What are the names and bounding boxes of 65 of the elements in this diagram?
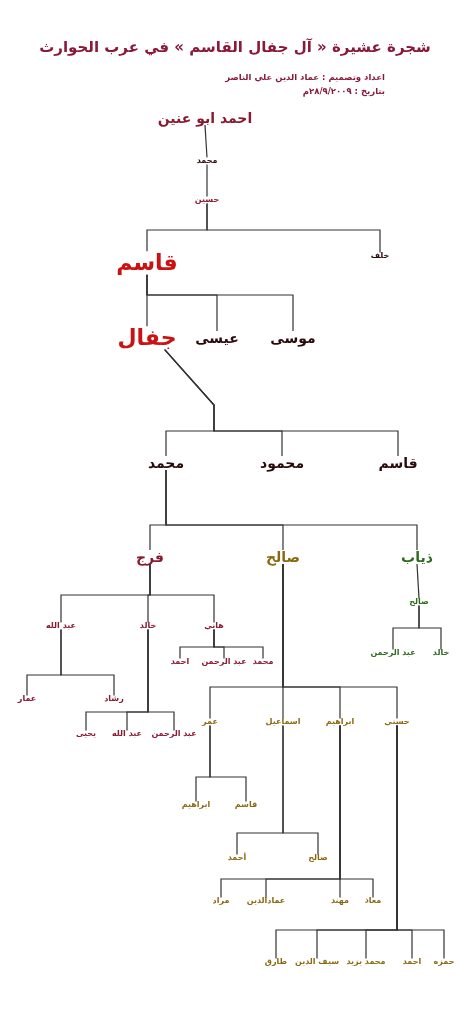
connector-line (275, 725, 398, 959)
connector-line (85, 629, 149, 731)
person-name: فرج (136, 548, 164, 566)
connector-line (146, 274, 148, 327)
person-name: قاسم (116, 250, 178, 276)
person-name: محمد (147, 454, 185, 472)
connector-line (179, 629, 215, 659)
person-name: عبد الرحمن (201, 657, 247, 667)
connector-line (60, 563, 151, 623)
person-name: عمر (202, 717, 218, 727)
person-name: عمار (17, 694, 37, 704)
person-name: عمادالدين (246, 896, 286, 906)
connector-line (392, 605, 420, 650)
person-name: هاني (204, 621, 224, 631)
connector-line (206, 164, 208, 197)
connector-line (149, 469, 167, 551)
person-name: صالح (409, 597, 429, 607)
credit-line: اعداد وتصميم : عماد الدين علي الناصر (225, 73, 385, 83)
person-name: عبد الله (46, 621, 76, 631)
title: شجرة عشيرة « آل جفال القاسم » في عرب الحوارث (39, 39, 431, 57)
person-name: ابراهيم (181, 800, 211, 810)
person-name: قاسم (234, 800, 258, 810)
person-name: عبد الرحمن (370, 648, 416, 658)
person-name: حسني (384, 717, 410, 727)
person-name: خالد (139, 621, 157, 631)
connector-line (26, 629, 62, 696)
person-name: اسماعيل (265, 717, 301, 727)
person-name: محمد (196, 156, 218, 166)
person-name: سيف الدين (295, 957, 339, 967)
person-name: قاسم (378, 454, 418, 472)
person-name: حمزه (433, 957, 455, 967)
person-name: احمد (402, 957, 422, 967)
connector-line (164, 349, 215, 457)
connector-line (220, 725, 341, 898)
person-name: عيسى (195, 329, 239, 347)
connector-line (206, 203, 381, 253)
person-name: عبد الرحمن (151, 729, 197, 739)
person-name: معاذ (364, 896, 382, 906)
person-name: يحيى (75, 729, 97, 739)
person-name: حسين (194, 195, 220, 205)
person-name: مهند (330, 896, 350, 906)
person-name: ذياب (401, 548, 433, 566)
connector-line (195, 725, 211, 802)
connector-line (416, 563, 420, 599)
person-name: احمد ابو عنين (157, 109, 253, 127)
connector-line (204, 124, 208, 158)
person-name: احمد (170, 657, 190, 667)
person-name: محمد (252, 657, 274, 667)
connector-line (209, 563, 284, 719)
person-name: عبد الله (112, 729, 142, 739)
person-name: أحمد (227, 853, 247, 863)
person-name: صالح (308, 853, 328, 863)
person-name: خلف (370, 251, 390, 261)
person-name: مراد (212, 896, 230, 906)
connector-line (236, 725, 284, 855)
person-name: جفال (117, 325, 177, 351)
credit-line: بتاريخ : ٢٨/٩/٢٠٠٩م (302, 87, 385, 97)
person-name: رشاد (104, 694, 124, 704)
person-name: طارق (264, 957, 288, 967)
person-name: محمود (259, 454, 305, 472)
person-name: خالد (432, 648, 450, 658)
person-name: ابراهيم (325, 717, 355, 727)
person-name: محمد يزيد (346, 957, 386, 967)
person-name: صالح (265, 548, 301, 566)
person-name: موسى (270, 329, 316, 347)
